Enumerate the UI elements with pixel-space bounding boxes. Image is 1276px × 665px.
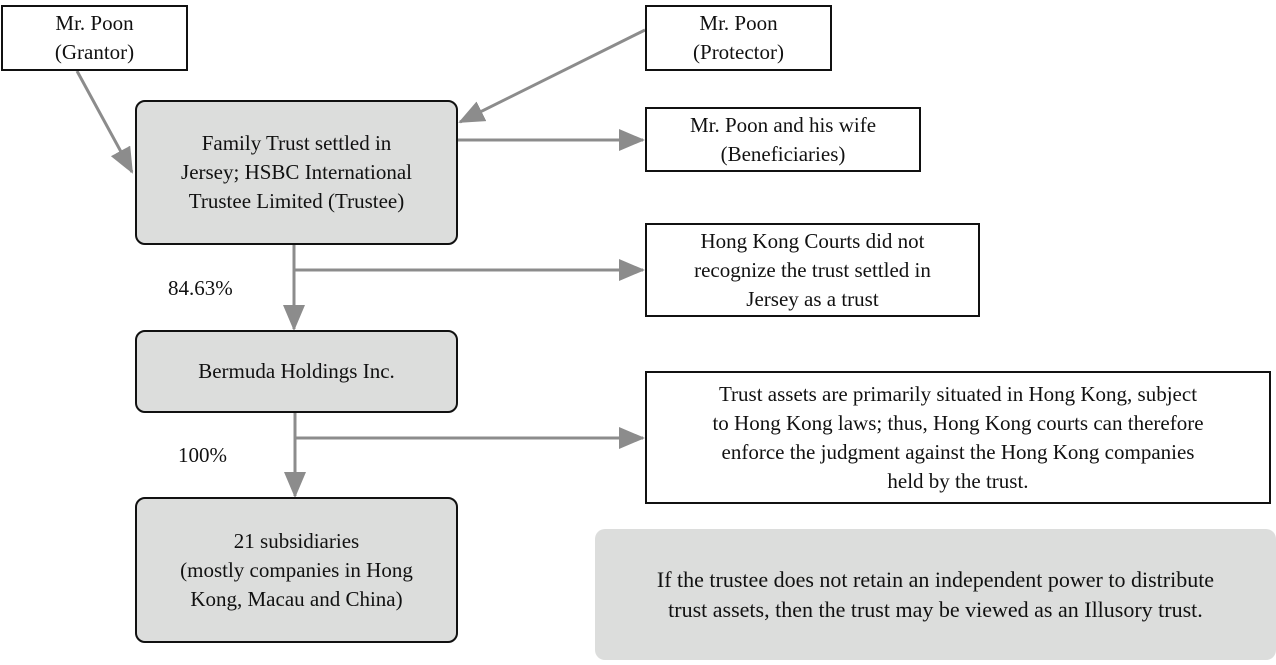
node-illusory-note: If the trustee does not retain an indepe… [595,529,1276,660]
node-subsidiaries: 21 subsidiaries (mostly companies in Hon… [135,497,458,643]
node-illusory-note-text: If the trustee does not retain an indepe… [656,566,1215,622]
node-beneficiaries-text: Mr. Poon and his wife (Beneficiaries) [689,112,877,166]
node-trust-assets-note-text: Trust assets are primarily situated in H… [712,381,1204,493]
node-subsidiaries-text: 21 subsidiaries (mostly companies in Hon… [180,528,413,611]
node-family-trust: Family Trust settled in Jersey; HSBC Int… [135,100,458,245]
node-bermuda-holdings-text: Bermuda Holdings Inc. [198,359,395,383]
node-grantor-text: Mr. Poon (Grantor) [54,11,135,64]
node-hk-courts-note: Hong Kong Courts did not recognize the t… [645,223,980,317]
node-hk-courts-note-text: Hong Kong Courts did not recognize the t… [694,228,931,311]
edge-grantor-to-trust [75,70,134,174]
edge-label-84-63: 84.63% [168,276,233,300]
node-bermuda-holdings: Bermuda Holdings Inc. [135,330,458,413]
node-protector-text: Mr. Poon (Protector) [693,11,784,64]
edge-protector-to-trust [458,28,646,124]
node-protector: Mr. Poon (Protector) [645,5,832,71]
node-beneficiaries: Mr. Poon and his wife (Beneficiaries) [645,107,921,172]
node-trust-assets-note: Trust assets are primarily situated in H… [645,371,1271,504]
node-grantor: Mr. Poon (Grantor) [1,5,188,71]
node-family-trust-text: Family Trust settled in Jersey; HSBC Int… [181,131,412,213]
edge-label-100: 100% [178,443,227,467]
